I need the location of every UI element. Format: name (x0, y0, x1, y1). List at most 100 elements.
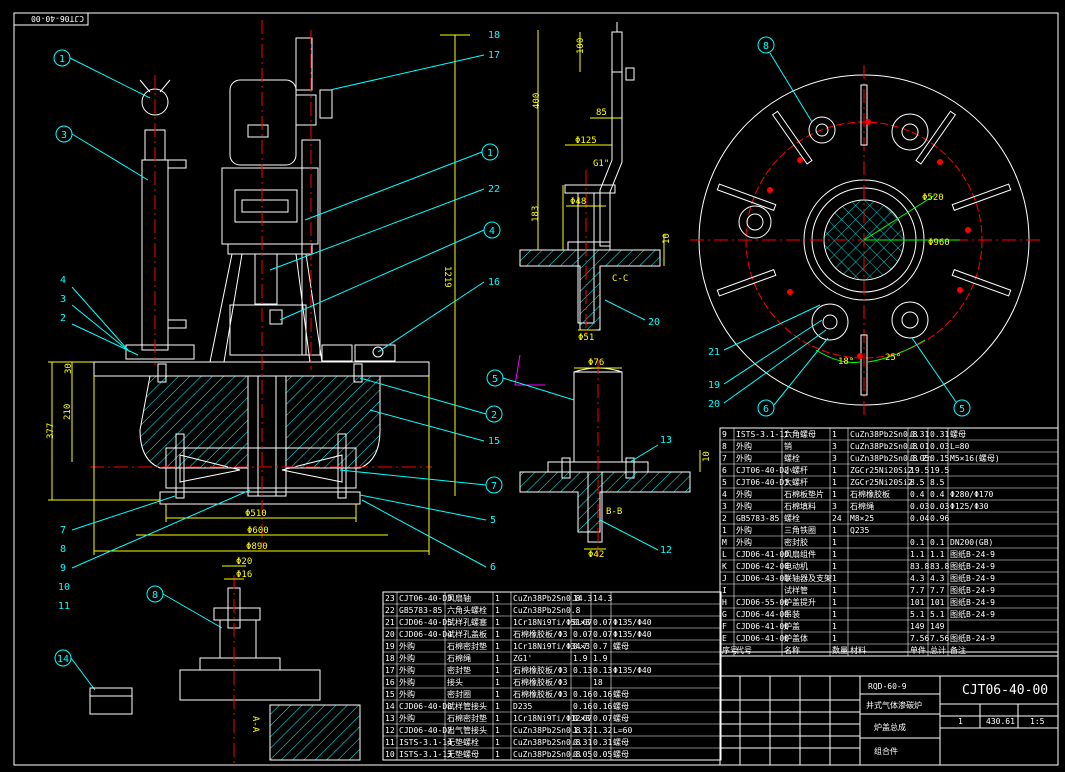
parts-table-cell: 0.03 (910, 502, 929, 511)
parts-table-cell: 螺母 (613, 749, 629, 759)
title-qty: 1 (958, 717, 963, 726)
svg-text:14: 14 (57, 654, 69, 665)
parts-table-cell: 0.07 (573, 714, 592, 723)
parts-table-cell: 外购 (399, 653, 415, 663)
parts-table-cell: 试样管 (784, 585, 808, 595)
parts-table-cell: E (722, 634, 727, 643)
parts-table-cell: 风扇轴 (447, 593, 471, 603)
bb-balloon-12: 12 (599, 519, 672, 556)
parts-table-cell: CuZn38Pb2Sn0.8 (850, 442, 918, 451)
plan-balloon-6: 6 (757, 337, 829, 417)
parts-table-cell: CJT06-40-D3 (399, 594, 452, 603)
balloon-1-right: 1 (304, 143, 499, 221)
svg-text:3: 3 (61, 130, 67, 141)
parts-table-cell: 7 (722, 454, 727, 463)
parts-table-cell: 8.5 (910, 478, 925, 487)
parts-table-cell: 1 (495, 678, 500, 687)
svg-text:2: 2 (491, 410, 497, 421)
svg-text:21: 21 (708, 347, 720, 358)
bb-dim-10: 10 (702, 451, 712, 462)
parts-table-cell: 石棉绳 (447, 653, 471, 663)
parts-table-cell: 1Cr18Ni9Ti/Φ51×3 (513, 618, 590, 627)
svg-text:15: 15 (488, 436, 500, 447)
parts-table-cell: M (722, 538, 727, 547)
parts-table-cell: 1.9 (573, 654, 588, 663)
parts-table-cell: 5.1 (930, 610, 945, 619)
parts-table-cell: 大螺杆 (784, 477, 808, 487)
parts-table-cell: 7.56 (930, 634, 949, 643)
parts-table-cell: 24 (832, 514, 842, 523)
parts-table-cell: 0.03 (930, 502, 949, 511)
parts-table-cell: 149 (930, 622, 945, 631)
parts-table-cell: 外购 (399, 677, 415, 687)
parts-table-cell: CuZn38Pb2Sn0.8 (513, 726, 581, 735)
parts-table-cell: 石棉橡胶板/Φ3 (513, 689, 568, 699)
parts-table-cell: 联轴器及支架 (784, 573, 832, 583)
parts-table-cell: 外购 (736, 453, 752, 463)
parts-table-cell: 无垫螺栓 (447, 737, 479, 747)
parts-table-cell: Q235 (850, 526, 869, 535)
parts-table-cell: 1.32 (573, 726, 592, 735)
parts-table-cell: 1 (832, 562, 837, 571)
parts-table-cell: 0.1 (910, 538, 925, 547)
svg-text:1: 1 (59, 54, 65, 65)
parts-table-cell: 149 (910, 622, 925, 631)
parts-table-cell: 19 (385, 642, 395, 651)
parts-table-cell: 1 (832, 622, 837, 631)
parts-table-cell: I (722, 586, 727, 595)
section-cc-view (519, 22, 665, 336)
balloon-18: 18 (488, 30, 500, 41)
parts-table-cell: 石棉橡胶板/Φ3 (513, 677, 568, 687)
parts-table-cell: 螺母 (613, 701, 629, 711)
parts-table-cell: 1 (495, 606, 500, 615)
parts-table-cell: 1Cr18Ni9Ti/Φ34×3 (513, 642, 590, 651)
bb-dim-d42: Φ42 (588, 550, 604, 560)
parts-table-cell: 0.1 (930, 538, 945, 547)
balloon-7-right: 7 (339, 469, 503, 494)
balloon-4-right: 4 (279, 221, 501, 321)
svg-text:18: 18 (488, 30, 500, 41)
dim-h377: 377 (46, 423, 56, 439)
parts-table-cell: 0.16 (573, 690, 592, 699)
svg-text:12: 12 (660, 545, 672, 556)
balloon-8-left: 8 (60, 544, 66, 555)
parts-table-cell: CJD06-41-00 (736, 550, 789, 559)
parts-table-cell: 吊装 (784, 609, 800, 619)
parts-table-cell: 1 (832, 598, 837, 607)
parts-table-cell: CJD06-40-D8 (399, 702, 452, 711)
parts-table-cell: 15 (385, 690, 395, 699)
parts-table-cell: 1 (832, 538, 837, 547)
parts-table-header-cell: 总计 (930, 645, 946, 655)
svg-text:5: 5 (959, 404, 965, 415)
parts-table-cell: CJD06-41-00 (736, 634, 789, 643)
parts-table-cell: 0.04 (910, 514, 929, 523)
svg-text:10: 10 (58, 582, 70, 593)
cc-dim-100: 100 (576, 38, 586, 54)
parts-table-cell: 炉盖提升 (784, 597, 816, 607)
parts-table-cell: 8 (722, 442, 727, 451)
parts-table-cell: 0.7 (573, 642, 588, 651)
title-scale: 1:5 (1030, 717, 1045, 726)
svg-text:2: 2 (60, 313, 66, 324)
parts-table-cell: 炉盖 (784, 621, 800, 631)
parts-table-cell: 螺母 (613, 737, 629, 747)
parts-table-cell: 1.32 (593, 726, 612, 735)
parts-table-header-cell: 单件 (910, 645, 926, 655)
parts-table-cell: CJD06-44-00 (736, 610, 789, 619)
parts-table-cell: 六角螺母 (784, 429, 816, 439)
parts-table-cell: 1 (495, 726, 500, 735)
parts-table-cell: 1 (495, 642, 500, 651)
parts-table-cell: 20 (385, 630, 395, 639)
parts-table-cell: 83.8 (930, 562, 949, 571)
parts-table-cell: 1 (495, 666, 500, 675)
